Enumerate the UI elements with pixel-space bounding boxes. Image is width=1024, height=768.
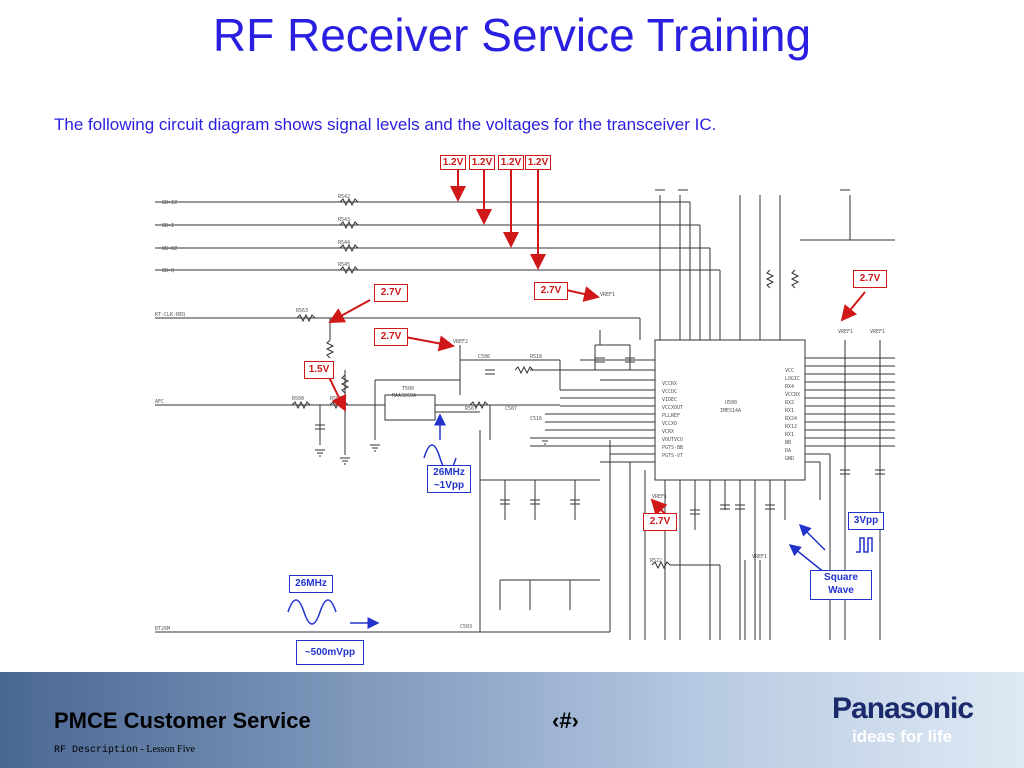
svg-text:VIDEC: VIDEC [662,397,677,403]
svg-text:C516: C516 [530,416,542,422]
callout-2v7-right: 2.7V [853,270,887,288]
svg-text:R567: R567 [465,406,477,412]
svg-text:VCRX: VCRX [662,429,674,435]
svg-text:NB: NB [785,440,791,446]
footer-band [0,672,1024,768]
brand-tagline: ideas for life [852,727,953,746]
slide-subtitle: The following circuit diagram shows sign… [54,115,717,134]
svg-text:R500: R500 [292,396,304,402]
svg-text:RX24: RX24 [785,416,797,422]
svg-text:RX4: RX4 [785,384,794,390]
svg-text:R542: R542 [338,194,350,200]
callout-1v2-c: 1.2V [498,155,524,170]
callout-26mhz-1vpp: 26MHz ~1Vpp [427,465,471,493]
callout-2v7-bottom: 2.7V [643,513,677,531]
svg-text:VCCRX: VCCRX [785,392,800,398]
callout-3vpp: 3Vpp [848,512,884,530]
svg-text:RX1: RX1 [785,408,794,414]
callout-26mhz: 26MHz [289,575,333,593]
svg-text:VREF2: VREF2 [453,339,468,345]
svg-text:VREF1: VREF1 [752,554,767,560]
svg-text:PGTS-BB: PGTS-BB [662,445,683,451]
svg-text:BB-IZ: BB-IZ [162,200,177,206]
svg-text:BT26M: BT26M [155,626,170,632]
callout-2v7-vref2: 2.7V [374,328,408,346]
svg-text:VREF1: VREF1 [600,292,615,298]
svg-text:VREF1: VREF1 [838,329,853,335]
svg-text:R543: R543 [338,217,350,223]
svg-text:RT-CLK-REQ: RT-CLK-REQ [155,312,185,318]
svg-text:VCCDC: VCCDC [662,389,677,395]
svg-text:VREF1: VREF1 [652,494,667,500]
svg-text:VREF1: VREF1 [870,329,885,335]
svg-text:LOGIC: LOGIC [785,376,800,382]
svg-text:IMES14A: IMES14A [720,408,741,414]
svg-text:R544: R544 [338,240,350,246]
svg-text:RX1: RX1 [785,432,794,438]
page-number: ‹#› [552,708,579,733]
callout-1v2-a: 1.2V [440,155,466,170]
slide-title: RF Receiver Service Training [212,9,812,61]
callout-1v5: 1.5V [304,361,334,379]
svg-text:R563: R563 [296,308,308,314]
svg-text:VCCXO: VCCXO [662,421,677,427]
svg-text:C507: C507 [505,406,517,412]
svg-text:MAA3260A: MAA3260A [392,393,416,399]
svg-text:BB-I: BB-I [162,223,174,229]
callout-2v7-clk: 2.7V [374,284,408,302]
svg-text:VOUTVCO: VOUTVCO [662,437,683,443]
lesson-label: RF Description - Lesson Five [54,744,195,756]
callout-square-wave: Square Wave [810,570,872,600]
svg-text:AFC: AFC [155,399,164,405]
svg-text:RX12: RX12 [785,424,797,430]
svg-text:BB-Q: BB-Q [162,268,174,274]
callout-1v2-d: 1.2V [525,155,551,170]
svg-text:VCCXOUT: VCCXOUT [662,405,683,411]
svg-text:PLLREF: PLLREF [662,413,680,419]
lesson-number: - Lesson Five [138,744,195,755]
svg-text:RX2: RX2 [785,400,794,406]
svg-text:R522: R522 [650,558,662,564]
callout-1v2-b: 1.2V [469,155,495,170]
footer-title: PMCE Customer Service [54,708,311,733]
panasonic-logo: Panasonic [832,692,974,725]
svg-text:C506: C506 [478,354,490,360]
svg-text:DA: DA [785,448,791,454]
svg-text:U500: U500 [725,400,737,406]
svg-text:BB-QZ: BB-QZ [162,246,177,252]
svg-text:PGTS-VT: PGTS-VT [662,453,683,459]
callout-2v7-vref1: 2.7V [534,282,568,300]
callout-500mvpp: ~500mVpp [296,640,364,665]
circuit-schematic: BB-IZ BB-I BB-QZ BB-Q RT-CLK-REQ AFC BT2… [155,170,895,640]
lesson-name: RF Description [54,745,139,756]
svg-text:VCC: VCC [785,368,794,374]
svg-text:T500: T500 [402,386,414,392]
svg-text:R545: R545 [338,262,350,268]
svg-text:R518: R518 [530,354,542,360]
svg-text:GND: GND [785,456,794,462]
svg-text:VCCRX: VCCRX [662,381,677,387]
svg-text:C503: C503 [460,624,472,630]
